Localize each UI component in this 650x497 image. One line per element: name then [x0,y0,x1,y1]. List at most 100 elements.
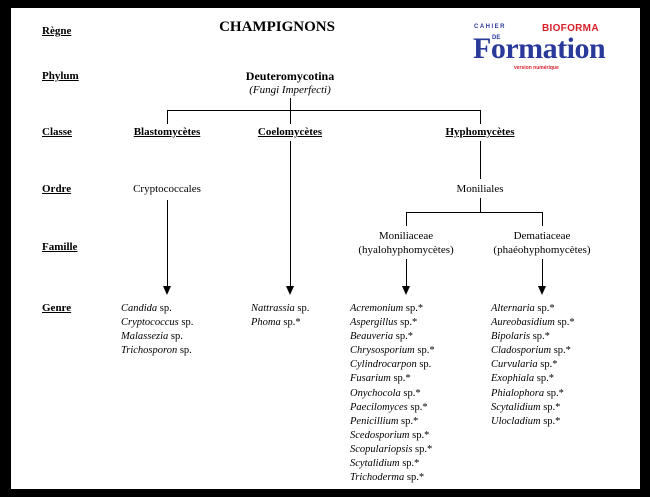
genus-suffix: sp. [168,331,183,343]
genus-suffix: sp.* [534,303,555,314]
genus-name: Cylindrocarpon [350,359,417,371]
genus-suffix: sp.* [393,331,413,343]
genus-name: Paecilomyces [350,401,408,413]
genera-list-dematiaceae: Alternaria sp.*Aureobasidium sp.* Bipolar… [491,302,575,429]
genus-suffix: sp. [157,303,172,314]
connector-moniliales-down [480,198,481,212]
genus-name: Aspergillus [350,317,398,329]
genus-name: Phialophora [491,387,545,399]
genus-name: Cryptococcus [121,317,179,329]
genus-item: Candida sp. [121,302,193,316]
genus-name: Fusarium [350,373,391,385]
genus-suffix: sp.* [403,303,424,314]
genus-suffix: sp.* [398,415,419,427]
genus-suffix: sp.* [399,458,420,470]
logo-cahier: CAHIER [474,24,507,30]
genus-name: Nattrassia [251,303,295,314]
logo-du: DE [492,35,501,41]
genus-item: Curvularia sp.* [491,358,575,372]
rank-famille: Famille [42,241,78,253]
genus-name: Cladosporium [491,345,552,357]
connector-to-coelo [290,110,291,124]
genus-name: Malassezia [121,331,169,343]
genus-item: Cryptococcus sp. [121,316,193,330]
genus-name: Aureobasidium [491,317,555,329]
family-moniliaceae-alt: (hyalohyphomycètes) [358,244,454,256]
genus-name: Chrysosporium [350,345,415,357]
genus-suffix: sp.* [412,443,433,455]
genus-suffix: sp. [416,359,432,371]
connector-to-blasto [167,110,168,124]
genus-suffix: sp.* [540,401,561,413]
rank-regne: Règne [42,25,72,37]
genus-item: Penicillium sp.* [350,415,435,429]
genera-list-coelomycetes: Nattrassia sp.Phoma sp.* [251,302,309,330]
genus-item: Phoma sp.* [251,316,309,330]
genus-name: Phoma [251,317,281,329]
genus-name: Trichosporon [121,345,178,357]
genus-suffix: sp. [294,303,310,314]
genus-name: Curvularia [491,359,538,371]
genus-suffix: sp.* [544,387,564,399]
genus-item: Nattrassia sp. [251,302,309,316]
phylum-name: Deuteromycotina [245,69,335,83]
genus-item: Scopulariopsis sp.* [350,443,435,457]
arrow-shaft-moniliaceae [406,259,407,286]
diagram-sheet: Règne Phylum Classe Ordre Famille Genre … [11,8,640,489]
arrow-shaft-dematiaceae [542,259,543,286]
genus-name: Exophiala [491,373,535,385]
genus-item: Alternaria sp.* [491,302,575,316]
genus-item: Scytalidium sp.* [491,401,575,415]
genus-item: Trichosporon sp. [121,344,193,358]
rank-ordre: Ordre [42,183,72,195]
genus-suffix: sp.* [407,401,428,413]
order-cryptococcales: Cryptococcales [133,183,201,195]
genus-name: Candida [121,303,158,314]
genus-item: Paecilomyces sp.* [350,401,435,415]
genus-suffix: sp. [178,317,194,329]
genus-suffix: sp.* [537,359,558,371]
connector-to-dematiaceae [542,212,543,226]
arrowhead-moniliaceae [402,286,410,295]
genus-item: Exophiala sp.* [491,372,575,386]
connector-to-moniliaceae [406,212,407,226]
arrow-shaft-blasto [167,200,168,286]
genus-suffix: sp.* [280,317,301,329]
phylum-alt: (Fungi Imperfecti) [249,84,331,96]
genus-item: Scedosporium sp.* [350,429,435,443]
genus-suffix: sp.* [554,317,575,329]
genus-item: Acremonium sp.* [350,302,435,316]
family-dematiaceae: Dematiaceae [513,230,571,242]
connector-families-bar [406,212,543,213]
genus-item: Malassezia sp. [121,330,193,344]
rank-classe: Classe [42,126,72,138]
arrow-shaft-coelo [290,141,291,286]
family-dematiaceae-alt: (phaéohyphomycètes) [493,244,591,256]
arrowhead-dematiaceae [538,286,546,295]
genus-item: Ulocladium sp.* [491,415,575,429]
genus-name: Bipolaris [491,331,531,343]
genus-item: Fusarium sp.* [350,372,435,386]
genera-list-blastomycetes: Candida sp.Cryptococcus sp.Malassezia sp… [121,302,193,358]
connector-phylum-down [290,98,291,111]
rank-phylum: Phylum [42,70,79,82]
connector-to-hypho [480,110,481,124]
genus-item: Cladosporium sp.* [491,344,575,358]
logo-bioforma: BIOFORMA [542,23,599,34]
genus-name: Scytalidium [350,458,400,470]
genus-item: Trichoderma sp.* [350,471,435,485]
genus-name: Scytalidium [491,401,541,413]
genus-name: Beauveria [350,331,394,343]
genus-suffix: sp.* [390,373,411,385]
bioforma-logo: CAHIER DE BIOFORMA Formation version num… [461,22,611,74]
class-coelomycetes: Coelomycètes [257,126,323,138]
genus-name: Acremonium [350,303,404,314]
genus-name: Scedosporium [350,429,410,441]
genera-list-moniliaceae: Acremonium sp.*Aspergillus sp.*Beauveria… [350,302,435,485]
genus-item: Aspergillus sp.* [350,316,435,330]
genus-suffix: sp.* [397,317,418,329]
genus-name: Penicillium [350,415,399,427]
genus-name: Trichoderma [350,472,405,484]
rank-genre: Genre [42,302,72,314]
